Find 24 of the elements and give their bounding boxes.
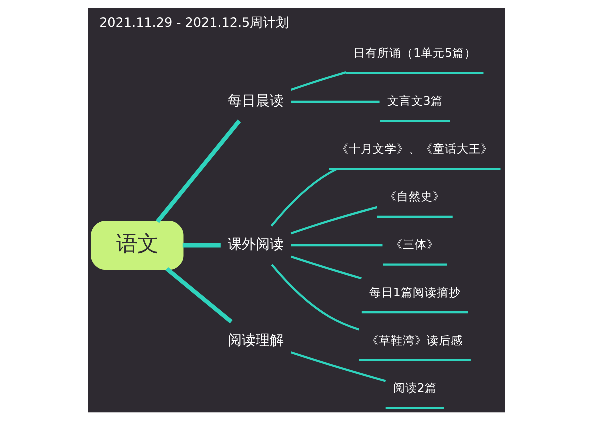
node-text: 《自然史》 <box>384 190 445 204</box>
connector <box>290 244 382 247</box>
node-text: 阅读理解 <box>228 332 284 349</box>
node-text: 《草鞋湾》读后感 <box>366 333 463 348</box>
node-text: 阅读2篇 <box>392 381 436 396</box>
node-text: 文言文3篇 <box>386 94 442 108</box>
node-text: 日有所诵（1单元5篇） <box>353 46 476 60</box>
diagram-title: 2021.11.29 - 2021.12.5周计划 <box>99 16 289 32</box>
connector <box>156 120 241 224</box>
connector <box>182 243 220 248</box>
connector <box>165 267 232 324</box>
node-text: 每日晨读 <box>228 94 284 110</box>
connector <box>290 206 378 235</box>
node-text: 课外阅读 <box>228 237 284 254</box>
connector <box>290 100 380 104</box>
node-text: 《十月文学》、《童话大王》 <box>336 142 493 156</box>
connector <box>270 264 359 331</box>
connector <box>290 72 346 92</box>
node-text: 每日1篇阅读摘抄 <box>368 285 460 300</box>
node-box: 语文 <box>90 221 184 270</box>
node-text: 《三体》 <box>390 238 439 252</box>
connector <box>270 168 338 227</box>
connector <box>290 352 386 382</box>
connector <box>290 256 362 280</box>
